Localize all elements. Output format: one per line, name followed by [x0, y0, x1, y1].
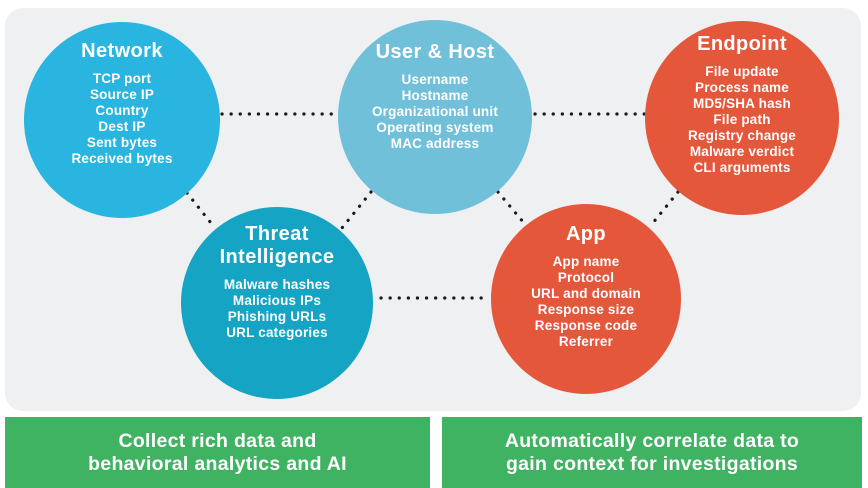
circle-user-host-items: Username Hostname Organizational unit Op…: [353, 72, 517, 152]
circle-app-items: App name Protocol URL and domain Respons…: [506, 254, 666, 350]
data-field: MD5/SHA hash: [693, 96, 791, 111]
banner-line: gain context for investigations: [505, 452, 799, 475]
data-field: Registry change: [687, 128, 797, 143]
circle-user-host: User & Host Username Hostname Organizati…: [338, 20, 532, 214]
banner-line: Collect rich data and: [118, 429, 317, 452]
circle-app-title: App: [565, 223, 607, 245]
data-field: Referrer: [558, 334, 614, 349]
data-field: Received bytes: [71, 151, 173, 166]
circle-threat-intelligence-items: Malware hashes Malicious IPs Phishing UR…: [196, 277, 358, 341]
circle-threat-intelligence: Threat Intelligence Malware hashes Malic…: [181, 207, 373, 399]
data-field: File path: [713, 112, 771, 127]
circle-endpoint-title: Endpoint: [697, 33, 787, 55]
circle-network: Network TCP port Source IP Country Dest …: [24, 22, 220, 218]
banner-correlate-data: Automatically correlate data to gain con…: [442, 417, 862, 488]
circle-user-host-title: User & Host: [375, 41, 495, 63]
data-field: Country: [95, 103, 149, 118]
data-field: URL categories: [226, 325, 328, 340]
data-field: Malware verdict: [689, 144, 795, 159]
data-field: Malicious IPs: [232, 293, 322, 308]
data-field: Username: [401, 72, 469, 87]
circle-endpoint: Endpoint File update Process name MD5/SH…: [645, 21, 839, 215]
circle-network-items: TCP port Source IP Country Dest IP Sent …: [39, 71, 205, 167]
data-field: URL and domain: [531, 286, 641, 301]
data-field: TCP port: [92, 71, 152, 86]
data-field: MAC address: [390, 136, 480, 151]
circle-app: App App name Protocol URL and domain Res…: [491, 204, 681, 394]
data-field: Organizational unit: [371, 104, 499, 119]
data-field: Dest IP: [98, 119, 146, 134]
data-field: Hostname: [401, 88, 469, 103]
data-field: Source IP: [89, 87, 155, 102]
banner-line: Automatically correlate data to: [504, 429, 800, 452]
data-field: App name: [552, 254, 620, 269]
data-field: Sent bytes: [86, 135, 158, 150]
data-field: Process name: [695, 80, 789, 95]
banner-line: behavioral analytics and AI: [88, 452, 347, 475]
data-field: File update: [705, 64, 779, 79]
data-field: Response code: [534, 318, 638, 333]
circle-endpoint-items: File update Process name MD5/SHA hash Fi…: [660, 64, 824, 176]
circle-network-title: Network: [81, 40, 163, 62]
data-field: Protocol: [557, 270, 615, 285]
data-field: CLI arguments: [693, 160, 791, 175]
banner-collect-data: Collect rich data and behavioral analyti…: [5, 417, 430, 488]
data-field: Malware hashes: [223, 277, 331, 292]
data-field: Phishing URLs: [227, 309, 327, 324]
data-field: Response size: [537, 302, 635, 317]
circle-threat-intelligence-title: Threat Intelligence: [219, 223, 335, 268]
data-field: Operating system: [376, 120, 494, 135]
